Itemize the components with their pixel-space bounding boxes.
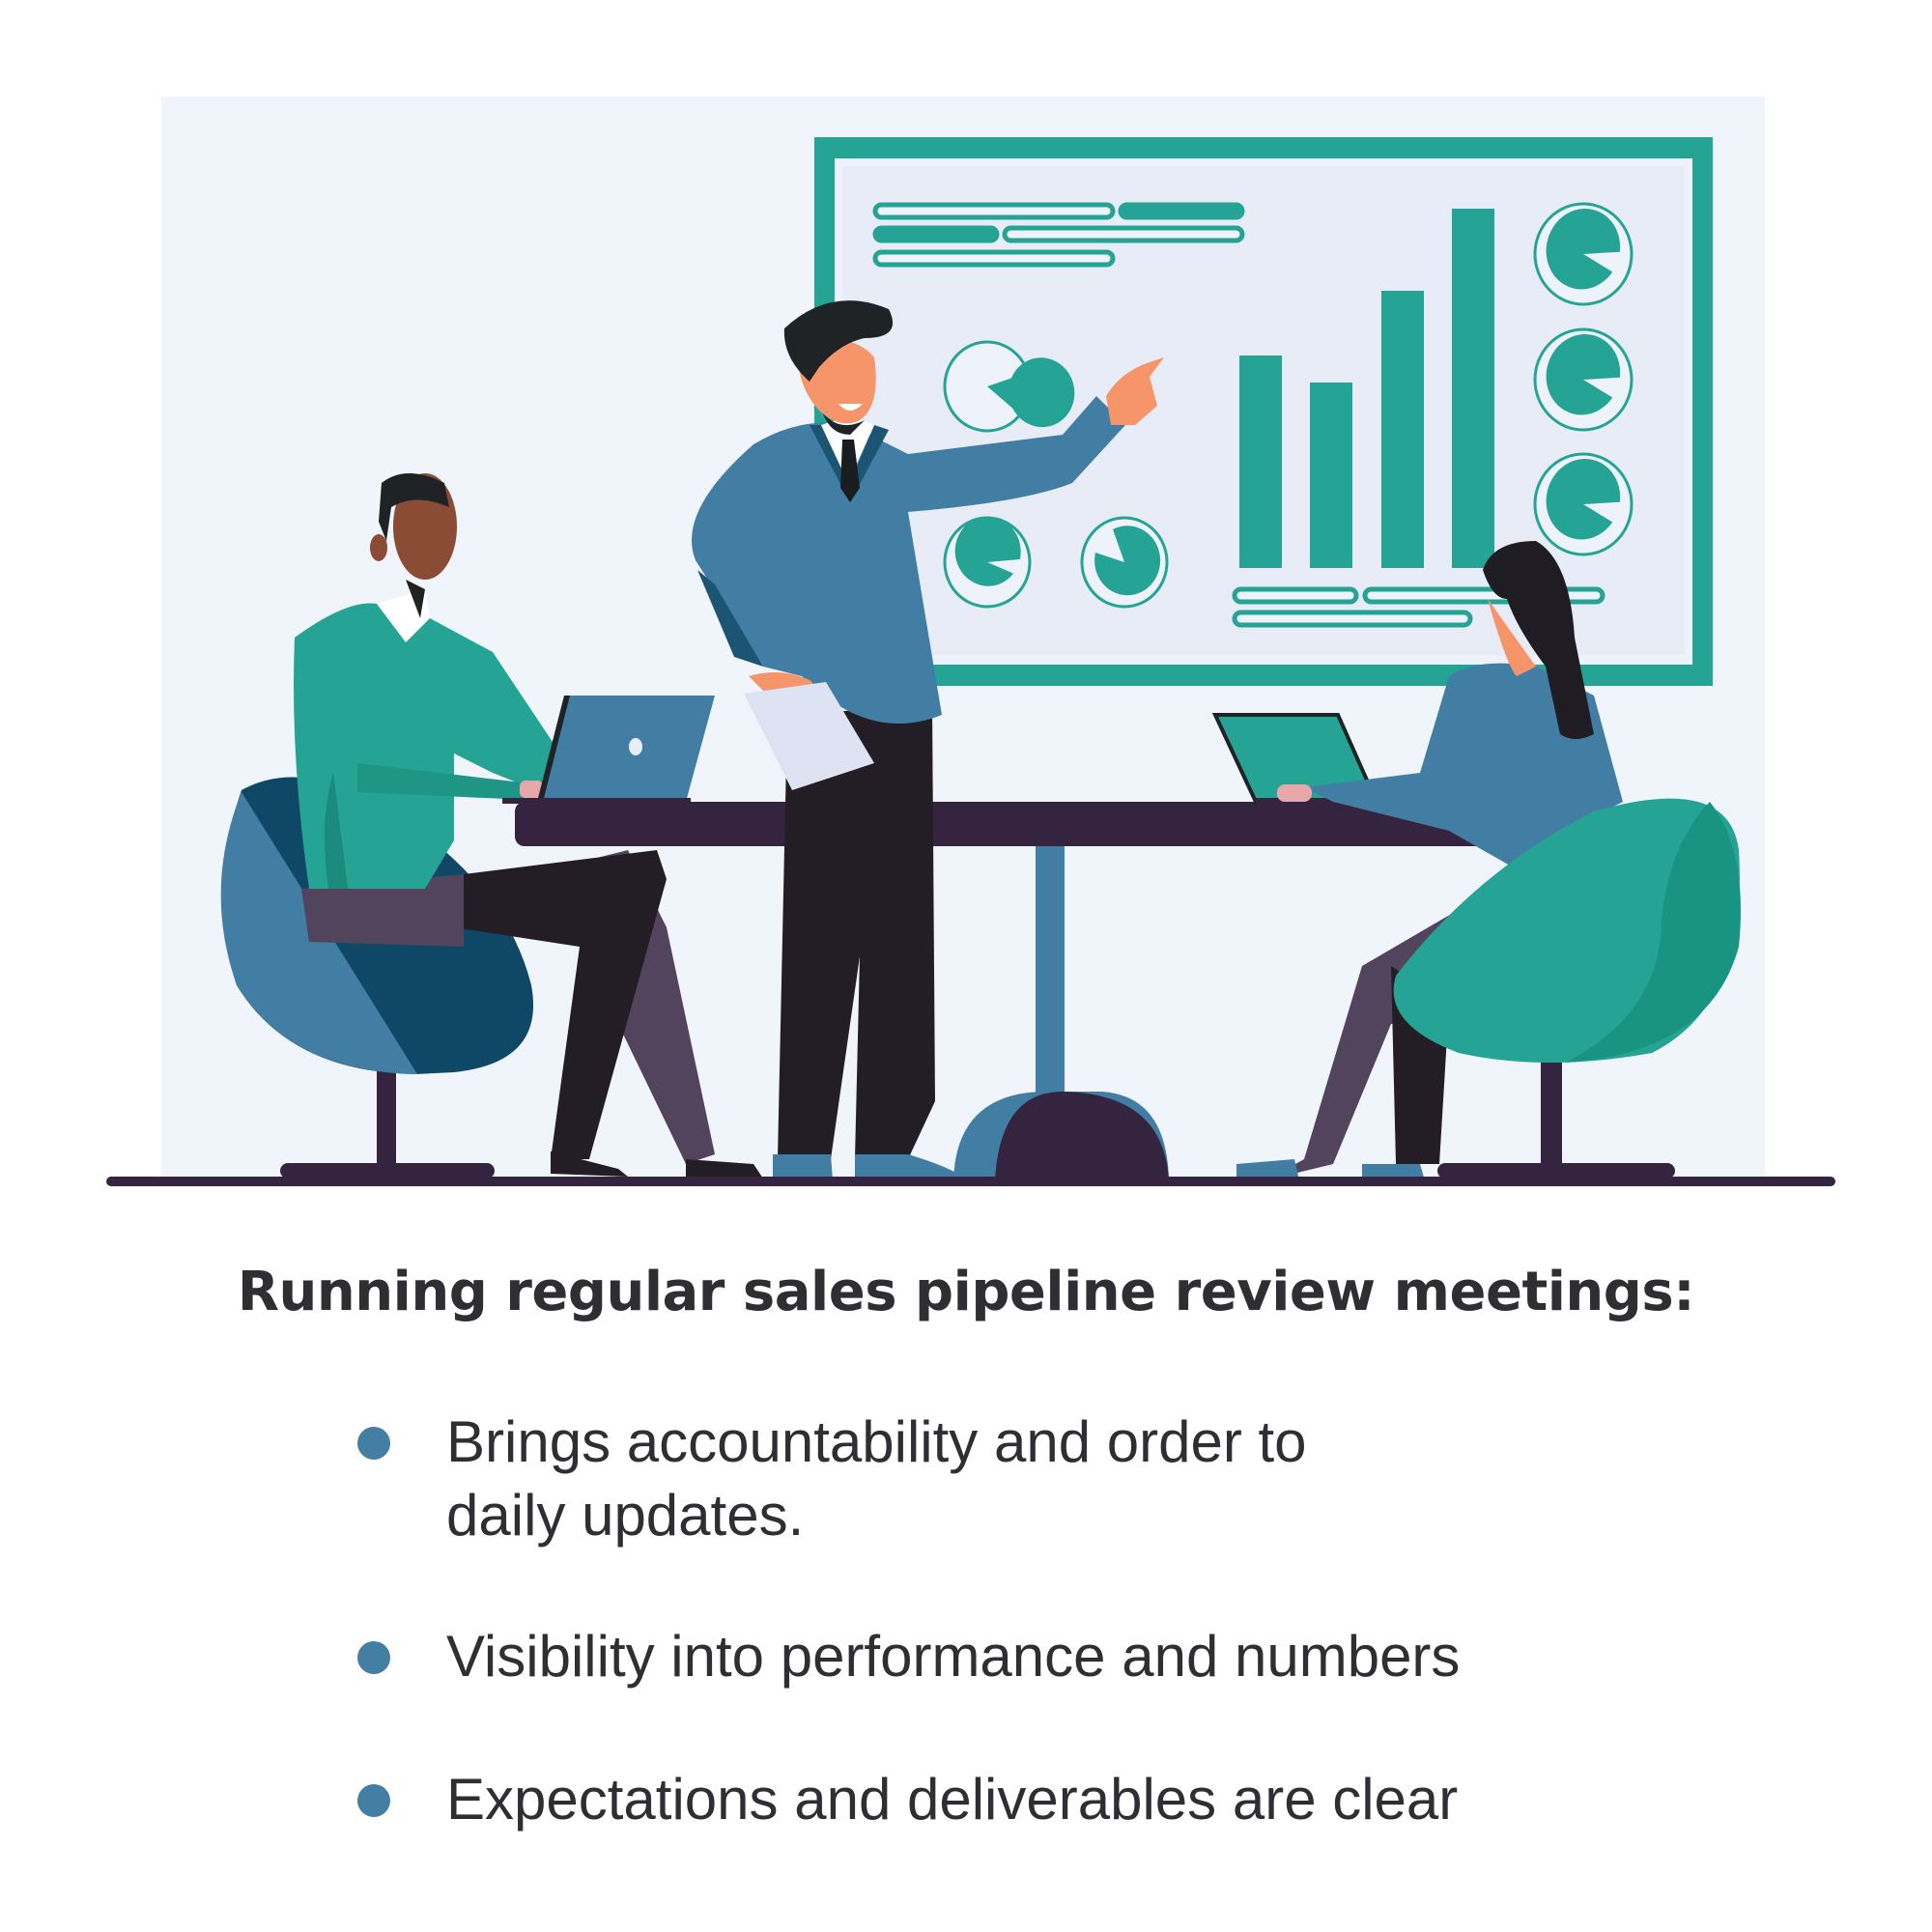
meeting-illustration xyxy=(106,97,1835,1186)
presentation-board xyxy=(814,137,1713,686)
board-text-lines xyxy=(872,202,1605,628)
person-presenter xyxy=(692,300,1164,1180)
bullet-dot-icon xyxy=(357,1641,390,1674)
board-bar-chart xyxy=(1239,209,1494,568)
bullet-text-2: Visibility into performance and numbers xyxy=(446,1624,1461,1689)
person-left xyxy=(294,473,763,1180)
right-chair xyxy=(1393,798,1741,1179)
bullet-text-1-line-2: daily updates. xyxy=(446,1483,805,1548)
meeting-table xyxy=(515,802,1510,1180)
laptop-left xyxy=(502,696,715,804)
board-pie-icons xyxy=(943,202,1634,609)
bullet-text-3: Expectations and deliverables are clear xyxy=(446,1767,1459,1832)
heading: Running regular sales pipeline review me… xyxy=(237,1261,1695,1323)
bullet-text-1-line-1: Brings accountability and order to xyxy=(446,1409,1307,1474)
floor-line xyxy=(106,1177,1835,1186)
bullet-dot-icon xyxy=(357,1427,390,1460)
bullet-dot-icon xyxy=(357,1784,390,1817)
